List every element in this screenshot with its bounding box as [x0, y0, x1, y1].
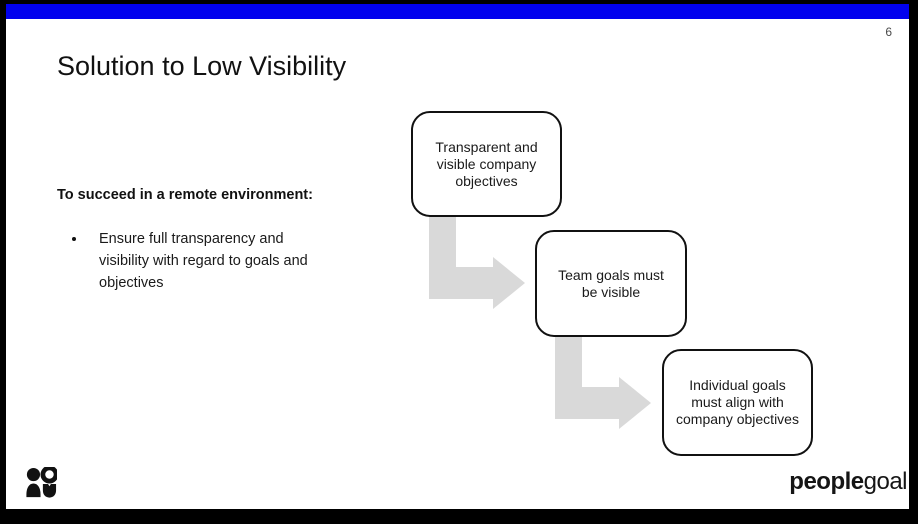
bullet-list: Ensure full transparency and visibility … — [57, 228, 347, 294]
bullet-text: Ensure full transparency and visibility … — [99, 231, 308, 291]
list-item: Ensure full transparency and visibility … — [57, 228, 347, 294]
wordmark-people: people — [789, 468, 864, 495]
bullet-dot-icon — [72, 237, 76, 241]
diagram-step-3-label: Individual goals must align with company… — [676, 377, 799, 427]
peoplegoal-wordmark: peoplegoal — [789, 469, 907, 495]
diagram-step-2: Team goals must be visible — [535, 230, 687, 337]
diagram-step-2-label: Team goals must be visible — [558, 266, 664, 300]
slide-title: Solution to Low Visibility — [57, 51, 347, 81]
top-accent-bar — [6, 4, 909, 19]
page-number: 6 — [885, 25, 892, 39]
intro-heading: To succeed in a remote environment: — [57, 187, 313, 203]
diagram-step-1-label: Transparent and visible company objectiv… — [435, 138, 538, 189]
intro-text-block: To succeed in a remote environment: Ensu… — [57, 186, 347, 294]
two-people-logo-icon — [26, 467, 57, 498]
diagram-step-1: Transparent and visible company objectiv… — [411, 111, 562, 217]
wordmark-goal: goal — [863, 468, 908, 495]
diagram-step-3: Individual goals must align with company… — [662, 349, 813, 456]
